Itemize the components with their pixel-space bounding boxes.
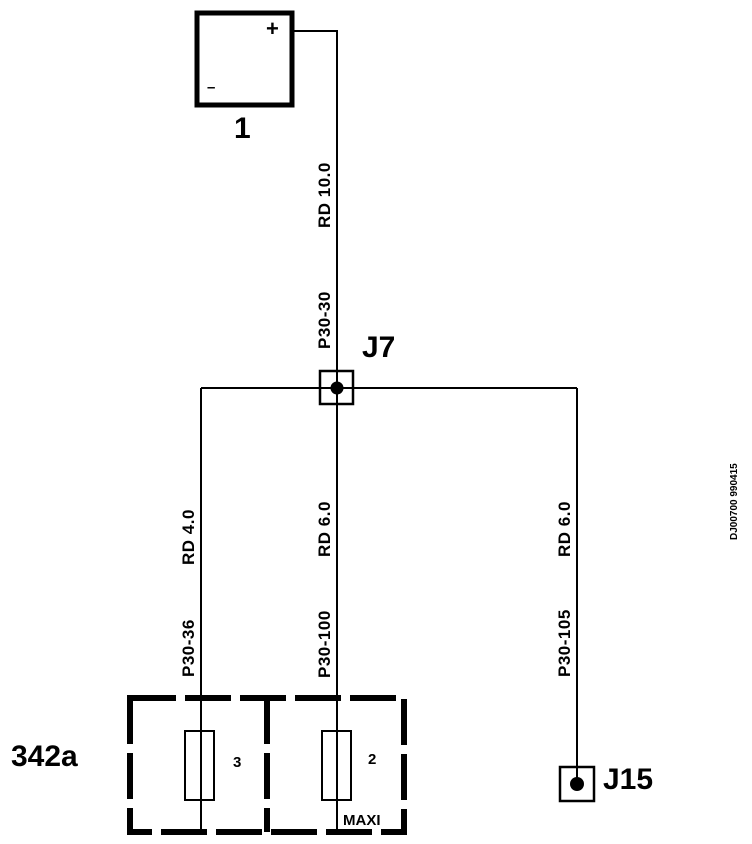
wire-top xyxy=(292,30,338,385)
fuse-left-body xyxy=(184,730,215,801)
junction-j15: J15 xyxy=(558,763,653,803)
fuse-right-number: 2 xyxy=(368,751,376,768)
fusebox-type: MAXI xyxy=(343,812,381,829)
wire-mid-spec: RD 6.0 xyxy=(315,501,334,557)
j7-dot xyxy=(330,381,344,395)
j7-box xyxy=(318,369,355,406)
wire-right-code: P30-105 xyxy=(555,609,574,677)
fusebox: 3 2 MAXI 342a xyxy=(11,695,407,835)
fuse-left-number: 3 xyxy=(233,754,241,771)
battery-id: 1 xyxy=(234,112,251,145)
wire-top-spec: RD 10.0 xyxy=(315,162,334,228)
j15-dot xyxy=(570,777,584,791)
fusebox-id: 342a xyxy=(11,740,78,773)
wire-left-spec: RD 4.0 xyxy=(179,509,198,565)
battery-box xyxy=(194,10,295,108)
battery-plus: + xyxy=(266,16,279,41)
wires xyxy=(200,30,578,833)
battery: + – 1 xyxy=(194,10,295,145)
wire-right-spec: RD 6.0 xyxy=(555,501,574,557)
doc-reference: DJ00700 990415 xyxy=(729,463,740,540)
j15-box xyxy=(558,765,596,803)
wire-top-code: P30-30 xyxy=(315,291,334,349)
wire-mid-code: P30-100 xyxy=(315,610,334,678)
j7-label: J7 xyxy=(362,331,395,364)
wire-left-code: P30-36 xyxy=(179,619,198,677)
wire-labels: RD 10.0 P30-30 RD 4.0 P30-36 RD 6.0 P30-… xyxy=(179,162,574,678)
junction-j7: J7 xyxy=(318,331,395,406)
j15-label: J15 xyxy=(603,763,653,796)
battery-minus: – xyxy=(207,79,215,96)
